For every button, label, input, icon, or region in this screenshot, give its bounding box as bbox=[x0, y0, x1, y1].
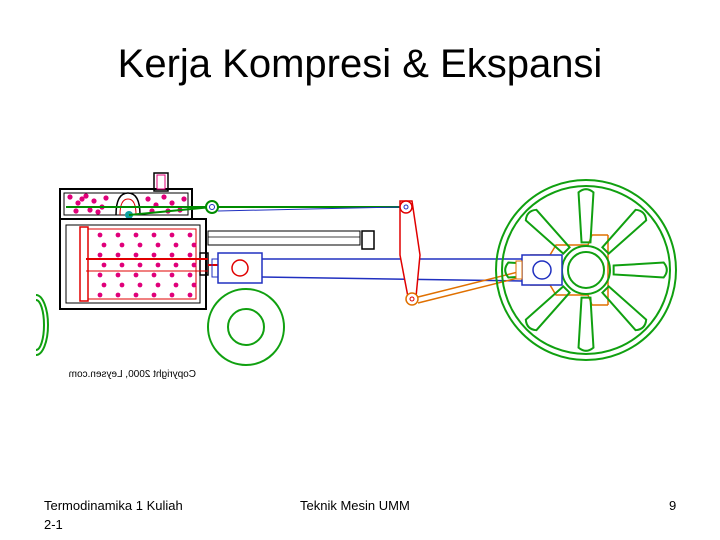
steam-particle bbox=[151, 252, 157, 258]
steam-particle bbox=[137, 262, 143, 268]
slide-title: Kerja Kompresi & Ekspansi bbox=[117, 42, 603, 86]
steam-chest bbox=[59, 172, 193, 220]
cylinder bbox=[59, 218, 209, 310]
steam-particle bbox=[75, 200, 81, 206]
steam-particle bbox=[119, 242, 125, 248]
steam-particle bbox=[115, 272, 121, 278]
steam-particle bbox=[155, 242, 161, 248]
steam-particle bbox=[115, 232, 121, 238]
flywheel-spoke bbox=[577, 296, 595, 352]
flywheel-spoke bbox=[601, 208, 648, 255]
copyright-mirrored: Copyright 2000, Leysen.com bbox=[69, 369, 196, 380]
steam-particle bbox=[137, 242, 143, 248]
steam-particle bbox=[137, 282, 143, 288]
steam-particle bbox=[101, 242, 107, 248]
copyright-text: Copyright 2000, Leysen.com bbox=[69, 369, 196, 380]
steam-particle bbox=[151, 232, 157, 238]
steam-particle bbox=[97, 252, 103, 258]
steam-particle bbox=[145, 196, 151, 202]
steam-particle bbox=[169, 200, 175, 206]
flywheel-spoke bbox=[612, 261, 668, 279]
footer-course: Termodinamika 1 Kuliah 2-1 bbox=[44, 496, 244, 534]
steam-particle bbox=[169, 252, 175, 258]
steam-particle bbox=[101, 282, 107, 288]
flywheel-spoke bbox=[524, 285, 571, 332]
steam-particle bbox=[169, 272, 175, 278]
steam-particle bbox=[91, 198, 97, 204]
steam-particle bbox=[67, 194, 73, 200]
steam-particle bbox=[187, 292, 193, 298]
flywheel-spoke bbox=[524, 208, 571, 255]
eccentric-linkage bbox=[417, 234, 609, 306]
steam-particle bbox=[79, 196, 85, 202]
rocker-lever bbox=[399, 200, 421, 306]
steam-particle bbox=[119, 282, 125, 288]
steam-particle bbox=[97, 292, 103, 298]
steam-particle bbox=[133, 232, 139, 238]
flywheel-spoke bbox=[504, 261, 560, 279]
steam-particle bbox=[173, 242, 179, 248]
steam-particle bbox=[97, 232, 103, 238]
steam-particle bbox=[133, 272, 139, 278]
steam-particle bbox=[187, 252, 193, 258]
steam-engine-diagram: Copyright 2000, Leysen.com bbox=[36, 172, 677, 380]
page-number: 9 bbox=[669, 498, 677, 513]
crank-block bbox=[515, 254, 563, 286]
steam-particle bbox=[115, 292, 121, 298]
steam-particle bbox=[191, 262, 197, 268]
steam-particle bbox=[187, 272, 193, 278]
small-wheel bbox=[207, 288, 285, 366]
footer-department: Teknik Mesin UMM bbox=[300, 498, 410, 513]
steam-particle bbox=[191, 282, 197, 288]
main-flywheel bbox=[495, 179, 677, 361]
steam-particle bbox=[83, 193, 89, 199]
piston-rod bbox=[86, 258, 236, 272]
steam-particle bbox=[133, 292, 139, 298]
connecting-rod bbox=[261, 258, 523, 282]
flywheel-spoke bbox=[601, 285, 648, 332]
flywheel-spoke bbox=[577, 188, 595, 244]
crosshead bbox=[211, 252, 263, 284]
steam-particle bbox=[73, 208, 79, 214]
steam-particle bbox=[151, 292, 157, 298]
steam-particle bbox=[161, 194, 167, 200]
steam-particle bbox=[151, 272, 157, 278]
steam-particle bbox=[133, 252, 139, 258]
steam-particle bbox=[173, 282, 179, 288]
steam-particle bbox=[155, 262, 161, 268]
steam-particle bbox=[181, 196, 187, 202]
steam-particle bbox=[191, 242, 197, 248]
footer-course-line2: 2-1 bbox=[44, 517, 63, 532]
steam-particle bbox=[115, 252, 121, 258]
steam-chest-particles bbox=[67, 193, 187, 215]
steam-particle bbox=[173, 262, 179, 268]
steam-particle bbox=[187, 232, 193, 238]
steam-particle bbox=[155, 282, 161, 288]
footer-course-line1: Termodinamika 1 Kuliah bbox=[44, 498, 183, 513]
steam-particle bbox=[95, 209, 101, 215]
steam-particle bbox=[169, 232, 175, 238]
crosshead-guide bbox=[207, 230, 375, 250]
steam-particle bbox=[103, 195, 109, 201]
steam-particle bbox=[87, 207, 93, 213]
steam-particle bbox=[119, 262, 125, 268]
left-partial-wheel bbox=[36, 294, 49, 356]
steam-particle bbox=[169, 292, 175, 298]
cylinder-particles bbox=[97, 232, 197, 298]
steam-particle bbox=[97, 272, 103, 278]
steam-particle bbox=[101, 262, 107, 268]
valve-rod bbox=[66, 200, 401, 214]
slide-valve bbox=[125, 206, 213, 219]
